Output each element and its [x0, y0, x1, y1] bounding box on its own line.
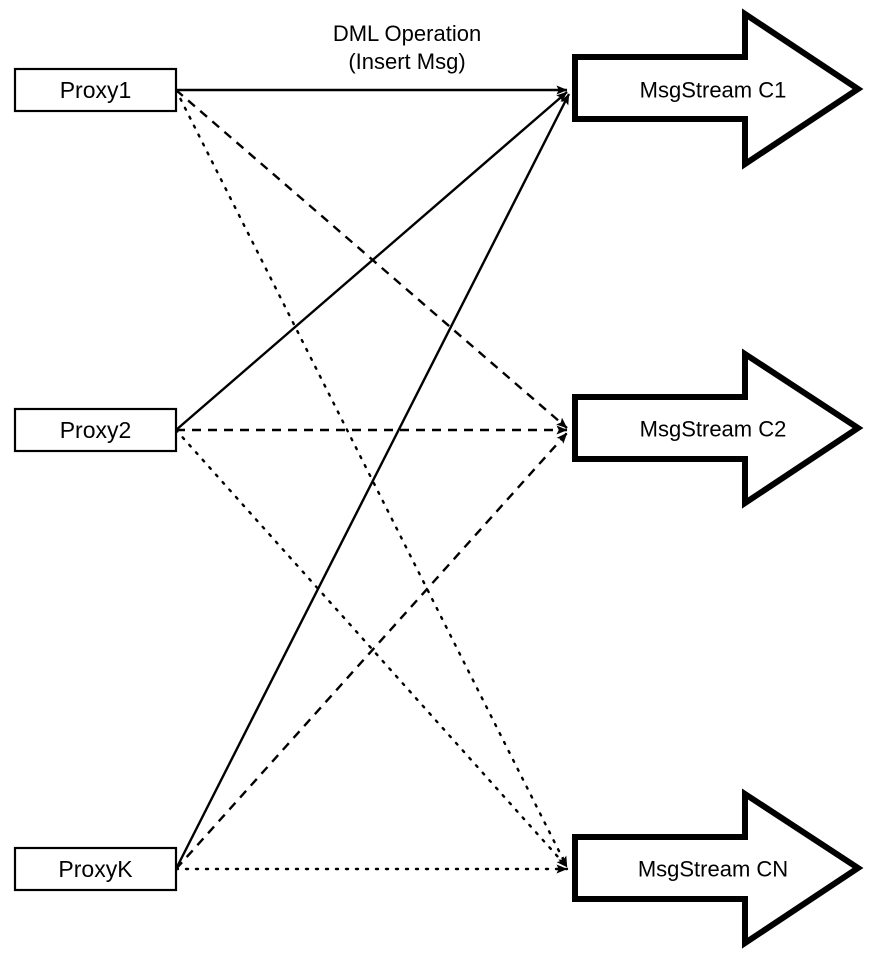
annotation-dml-operation-line2: (Insert Msg)	[348, 49, 465, 74]
node-proxy2-box[interactable]	[13, 407, 178, 453]
node-msgstream-c2-shape[interactable]	[572, 348, 864, 509]
node-msgstream-c2[interactable]: MsgStream C2	[572, 348, 864, 509]
node-msgstream-c2-label: MsgStream C2	[640, 417, 787, 442]
node-proxyk-label: ProxyK	[58, 856, 133, 882]
node-msgstream-c1-shape[interactable]	[572, 8, 864, 170]
edges-layer	[174, 85, 571, 874]
node-proxy2[interactable]: Proxy2	[13, 407, 178, 453]
edge-proxyk-to-stream-c1	[174, 93, 571, 870]
edge-proxy1-to-stream-c2	[175, 89, 568, 429]
node-msgstream-c1-label: MsgStream C1	[640, 78, 787, 103]
edge-proxy2-to-stream-cn	[174, 428, 569, 869]
annotation-dml-operation: DML Operation (Insert Msg)	[333, 21, 481, 74]
node-msgstream-cn-label: MsgStream CN	[638, 857, 788, 882]
node-proxyk[interactable]: ProxyK	[13, 846, 178, 892]
proxy-nodes-layer: Proxy1 Proxy2 ProxyK	[13, 67, 178, 892]
edge-proxyk-to-stream-c2	[175, 432, 568, 870]
node-msgstream-c1[interactable]: MsgStream C1	[572, 8, 864, 170]
node-msgstream-cn-shape[interactable]	[572, 788, 864, 949]
stream-nodes-layer: MsgStream C1 MsgStream C2 MsgStream CN	[572, 8, 864, 949]
node-proxy2-label: Proxy2	[60, 417, 132, 443]
edge-proxy1-to-stream-cn	[174, 88, 569, 869]
node-proxy1-box[interactable]	[13, 67, 178, 113]
annotation-dml-operation-line1: DML Operation	[333, 21, 481, 46]
node-msgstream-cn[interactable]: MsgStream CN	[572, 788, 864, 949]
node-proxy1[interactable]: Proxy1	[13, 67, 178, 113]
edge-proxy2-to-stream-c1	[175, 91, 568, 431]
node-proxyk-box[interactable]	[13, 846, 178, 892]
node-proxy1-label: Proxy1	[60, 77, 132, 103]
